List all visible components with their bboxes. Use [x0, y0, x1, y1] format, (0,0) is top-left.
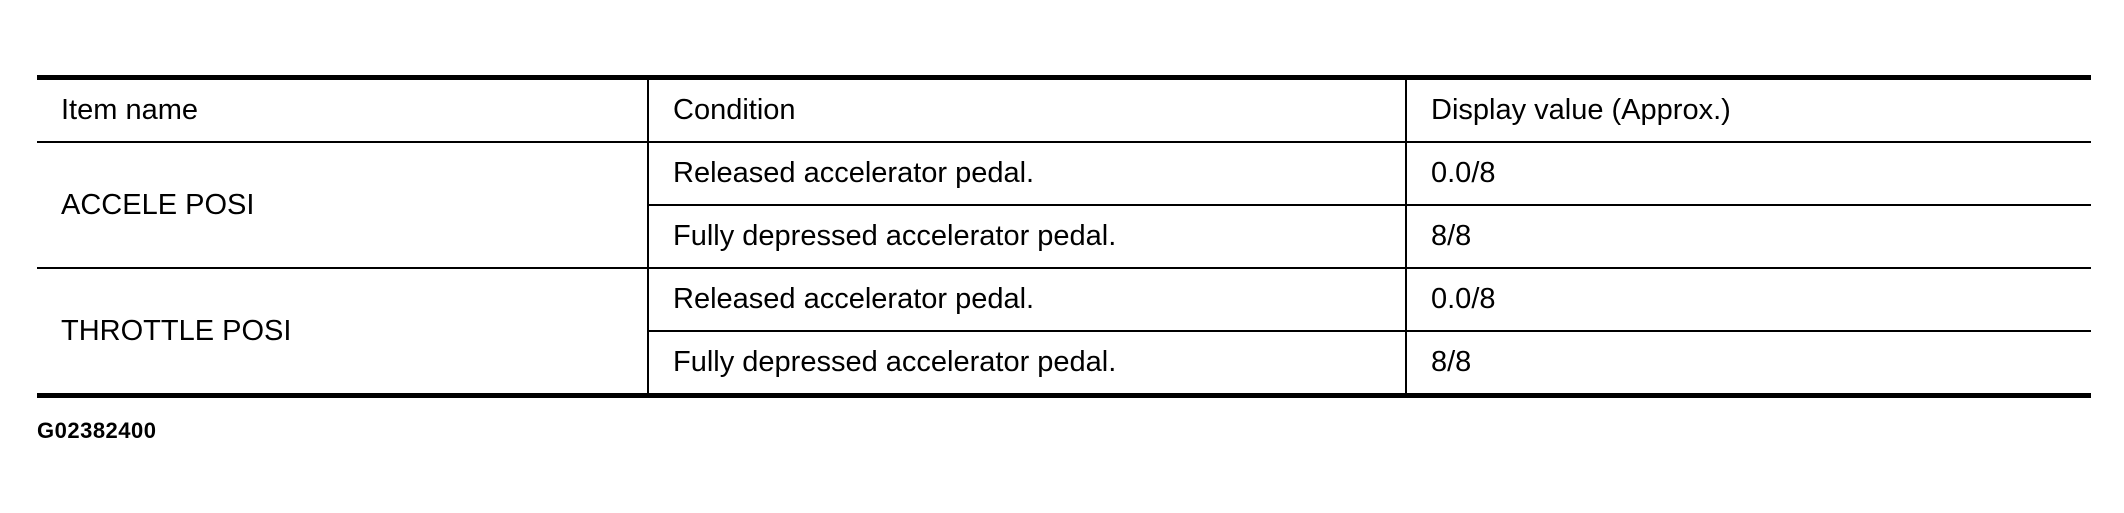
condition-cell: Released accelerator pedal. — [647, 267, 1407, 332]
table-row: ACCELE POSI Released accelerator pedal. … — [37, 141, 2091, 269]
table-row: Fully depressed accelerator pedal. 8/8 — [37, 330, 2091, 396]
condition-cell: Fully depressed accelerator pedal. — [648, 330, 1407, 396]
condition-cell: Fully depressed accelerator pedal. — [648, 204, 1407, 269]
table-row: THROTTLE POSI Released accelerator pedal… — [37, 267, 2091, 397]
table-header-row: Item name Condition Display value (Appro… — [37, 77, 2091, 143]
data-table: Item name Condition Display value (Appro… — [37, 75, 2091, 398]
table-row: Fully depressed accelerator pedal. 8/8 — [37, 204, 2091, 269]
display-value-cell: 0.0/8 — [1405, 267, 2091, 332]
display-value-cell: 0.0/8 — [1405, 141, 2091, 206]
column-header-item-name: Item name — [37, 77, 649, 143]
column-header-display-value: Display value (Approx.) — [1405, 77, 2091, 143]
column-header-condition: Condition — [647, 77, 1407, 143]
display-value-cell: 8/8 — [1405, 330, 2091, 396]
condition-cell: Released accelerator pedal. — [647, 141, 1407, 206]
figure-id: G02382400 — [37, 418, 157, 443]
item-name-cell: ACCELE POSI — [37, 141, 649, 269]
display-value-cell: 8/8 — [1405, 204, 2091, 269]
item-name-cell: THROTTLE POSI — [37, 267, 649, 397]
